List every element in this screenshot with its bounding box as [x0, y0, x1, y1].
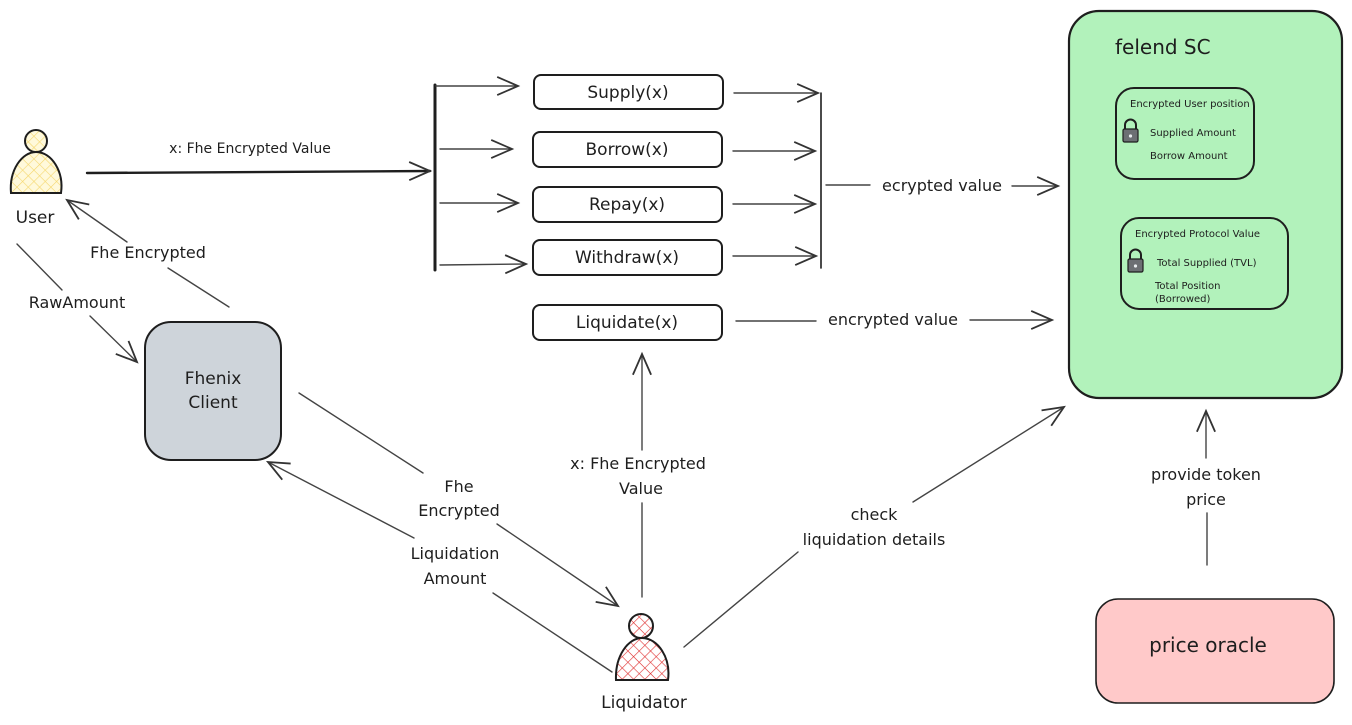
edge-user-to-functions-label: x: Fhe Encrypted Value [169, 141, 331, 157]
edge-liquidate-to-sc-label: encrypted value [828, 310, 958, 329]
edge-user-to-client-label: RawAmount [29, 293, 126, 312]
edge-oracle-to-sc-label-1: provide token [1151, 465, 1261, 484]
edge-functions-to-sc-label: ecrypted value [882, 176, 1002, 195]
protocol-value-title: Encrypted Protocol Value [1135, 229, 1260, 240]
fhenix-client-label-line2: Client [188, 393, 238, 413]
liquidator-head-icon [628, 613, 654, 639]
edge-user-to-functions: x: Fhe Encrypted Value [85, 141, 433, 182]
edge-client-to-liquidator-label-1: Fhe [444, 477, 473, 496]
user-position-item-supplied: Supplied Amount [1150, 128, 1236, 139]
function-borrow-label: Borrow(x) [586, 140, 669, 160]
edge-functions-to-sc: ecrypted value [825, 176, 1061, 196]
lock-icon [1122, 118, 1139, 143]
liquidator-actor[interactable]: Liquidator [601, 613, 687, 713]
edge-user-to-client: RawAmount [16, 243, 139, 364]
edge-liquidator-to-liquidate-label-1: x: Fhe Encrypted [570, 454, 706, 473]
edge-oracle-to-sc: provide token price [1151, 408, 1261, 566]
edge-liquidator-to-sc: check liquidation details [683, 405, 1066, 648]
edge-oracle-to-sc-label-2: price [1186, 490, 1226, 509]
edge-client-to-liquidator-label-2: Encrypted [418, 501, 500, 520]
protocol-value-item-tvl: Total Supplied (TVL) [1156, 258, 1257, 269]
function-withdraw-label: Withdraw(x) [575, 248, 679, 268]
fhenix-client-label-line1: Fhenix [185, 369, 242, 389]
function-borrow[interactable]: Borrow(x) [532, 131, 723, 168]
user-body-icon [9, 150, 63, 194]
edge-liquidator-to-liquidate: x: Fhe Encrypted Value [570, 351, 706, 598]
edge-liquidator-to-client: Liquidation Amount [265, 460, 613, 673]
protocol-value-item-position: Total Position [1154, 281, 1220, 292]
felend-sc-node[interactable]: felend SC Encrypted User position Suppli… [1067, 9, 1344, 400]
liquidator-body-icon [614, 636, 670, 681]
function-liquidate-label: Liquidate(x) [576, 313, 678, 333]
price-oracle-node[interactable]: price oracle [1095, 598, 1335, 704]
function-withdraw[interactable]: Withdraw(x) [532, 239, 723, 276]
lock-icon [1127, 248, 1144, 273]
user-head-icon [24, 129, 48, 153]
price-oracle-label: price oracle [1149, 633, 1267, 657]
edge-client-to-user-label: Fhe Encrypted [90, 243, 206, 262]
function-output-arrows [732, 83, 821, 266]
edge-liquidator-to-client-label-2: Amount [424, 569, 487, 588]
function-repay[interactable]: Repay(x) [532, 186, 723, 223]
felend-sc-title: felend SC [1115, 35, 1211, 59]
bus-branch-arrows [435, 76, 529, 275]
edge-liquidator-to-sc-label-1: check [851, 505, 899, 524]
protocol-value-item-borrowed: (Borrowed) [1155, 294, 1211, 305]
edge-client-to-user: Fhe Encrypted [65, 198, 230, 308]
edge-liquidator-to-client-label-1: Liquidation [411, 544, 500, 563]
edge-liquidator-to-sc-label-2: liquidation details [803, 530, 946, 549]
user-actor[interactable]: User [9, 129, 63, 228]
liquidator-label: Liquidator [601, 693, 687, 713]
edge-liquidate-to-sc: encrypted value [735, 310, 1055, 330]
encrypted-user-position-box[interactable]: Encrypted User position Supplied Amount … [1115, 87, 1255, 180]
function-repay-label: Repay(x) [589, 195, 665, 215]
edge-client-to-liquidator: Fhe Encrypted [298, 392, 620, 608]
function-liquidate[interactable]: Liquidate(x) [532, 304, 723, 341]
user-position-title: Encrypted User position [1130, 99, 1250, 110]
fhenix-client-node[interactable]: Fhenix Client [144, 321, 282, 461]
edge-liquidator-to-liquidate-label-2: Value [619, 479, 663, 498]
function-supply[interactable]: Supply(x) [533, 74, 724, 110]
user-label: User [16, 208, 55, 228]
encrypted-protocol-value-box[interactable]: Encrypted Protocol Value Total Supplied … [1120, 217, 1289, 310]
function-supply-label: Supply(x) [587, 83, 668, 103]
user-position-item-borrow: Borrow Amount [1150, 151, 1228, 162]
